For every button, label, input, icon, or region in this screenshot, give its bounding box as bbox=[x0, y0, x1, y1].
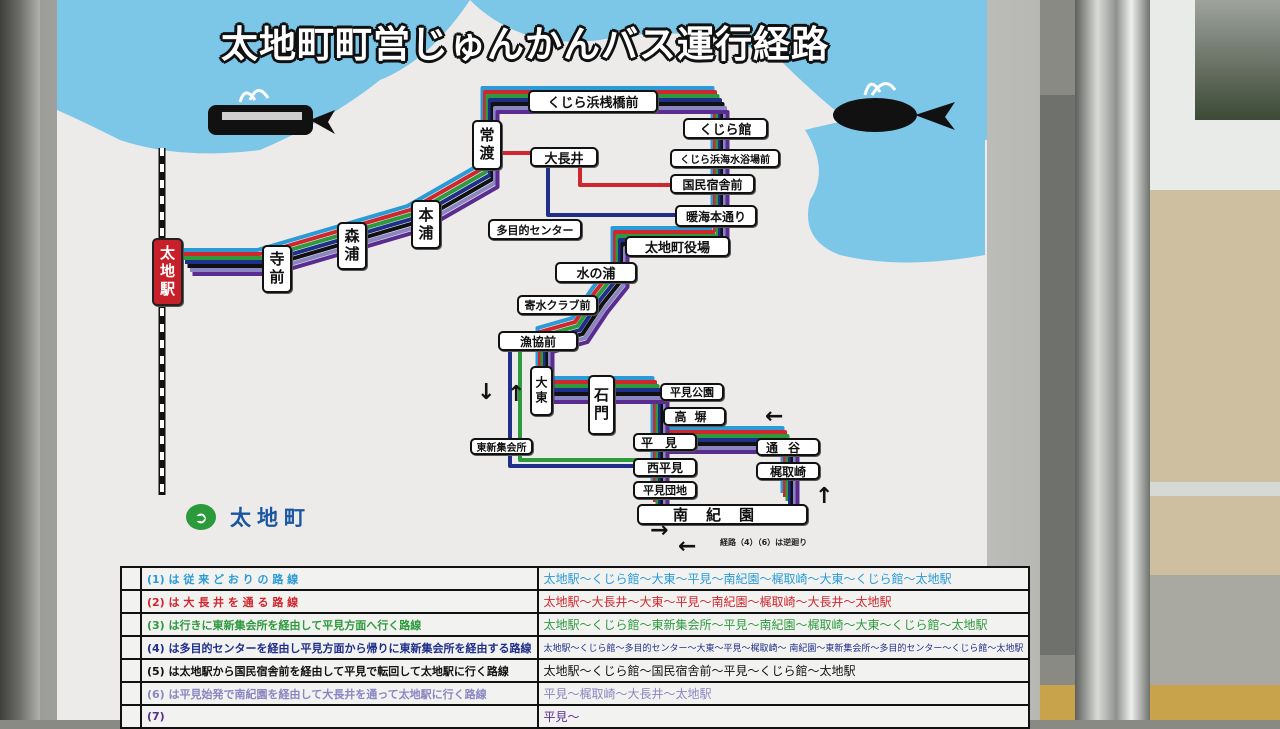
station-honura: 本浦 bbox=[411, 200, 441, 249]
station-yorimizu-club: 寄水クラブ前 bbox=[517, 295, 598, 315]
station-ishimon: 石門 bbox=[588, 375, 615, 435]
whale-right-icon bbox=[833, 82, 955, 132]
legend-color-swatch bbox=[120, 566, 142, 591]
station-tamokuteki-center: 多目的センター bbox=[488, 219, 582, 240]
legend-route: 平見～梶取崎～大長井～太地駅 bbox=[536, 681, 1031, 706]
arrow-down-icon: ↓ bbox=[477, 380, 496, 405]
station-hirami-danchi: 平見団地 bbox=[633, 481, 697, 499]
legend-description: (3) は行きに東新集会所を経由して平見方面へ行く路線 bbox=[140, 612, 539, 637]
legend-route: 太地駅～くじら館～東新集会所～平見～南紀園～梶取崎～大東～くじら館～太地駅 bbox=[536, 612, 1031, 637]
window-glass bbox=[1195, 0, 1280, 120]
legend-color-swatch bbox=[120, 658, 142, 683]
legend-row: (2) は 大 長 井 を 通 る 路 線 太地駅～大長井～大東～平見～南紀園～… bbox=[120, 589, 1031, 614]
legend-route: 太地駅～くじら館～多目的センター～大東～平見～梶取崎～ 南紀園～東新集会所～多目… bbox=[536, 635, 1031, 660]
sea-area-right bbox=[805, 110, 985, 263]
route-legend-table: (1) は 従 来 ど お り の 路 線 太地駅～くじら館～大東～平見～南紀園… bbox=[120, 566, 1031, 729]
legend-route: 太地駅～くじら館～国民宿舎前～平見～くじら館～太地駅 bbox=[536, 658, 1031, 683]
arrow-right-icon: → bbox=[650, 518, 669, 543]
route-branch-line bbox=[578, 167, 680, 187]
station-hirami-koen: 平見公園 bbox=[660, 383, 724, 401]
station-kokumin-shukusha: 国民宿舎前 bbox=[670, 174, 755, 194]
station-takabe: 高塀 bbox=[663, 407, 726, 426]
route-line-2 bbox=[538, 230, 715, 502]
arrow-up-icon: ↑ bbox=[815, 484, 834, 509]
station-toritani: 通谷 bbox=[756, 438, 820, 456]
legend-color-swatch bbox=[120, 612, 142, 637]
station-yakuba: 太地町役場 bbox=[625, 236, 730, 257]
legend-description: (4) は多目的センターを経由し平見方面から帰りに東新集会所を経由する路線 bbox=[140, 635, 539, 660]
station-nankien: 南紀園 bbox=[637, 504, 808, 525]
legend-color-swatch bbox=[120, 635, 142, 660]
page-title: 太地町町営じゅんかんバス運行経路 bbox=[221, 23, 829, 66]
reverse-route-note: 経路（4）（6）は逆廻り bbox=[720, 538, 808, 547]
station-nishi-hirami: 西平見 bbox=[633, 458, 697, 477]
station-ohigashi: 大東 bbox=[530, 366, 553, 416]
legend-row: (5) は太地駅から国民宿舎前を経由して平見で転回して太地駅に行く路線 太地駅～… bbox=[120, 658, 1031, 683]
route-line-1 bbox=[535, 226, 713, 498]
legend-row: (6) は平見始発で南紀園を経由して大長井を通って太地駅に行く路線 平見～梶取崎… bbox=[120, 681, 1031, 706]
station-hirami: 平見 bbox=[633, 433, 697, 451]
handrail bbox=[1140, 482, 1280, 496]
station-kujirahama-kaisuiyokujo: くじら浜海水浴場前 bbox=[670, 149, 780, 168]
legend-color-swatch bbox=[120, 681, 142, 706]
legend-description: (2) は 大 長 井 を 通 る 路 線 bbox=[140, 589, 539, 614]
legend-route: 太地駅～くじら館～大東～平見～南紀園～梶取崎～大東～くじら館～太地駅 bbox=[536, 566, 1031, 591]
station-tsunewatari: 常渡 bbox=[472, 120, 502, 170]
legend-color-swatch bbox=[120, 704, 142, 729]
arrow-left-icon: ← bbox=[765, 404, 784, 429]
route-branch-line bbox=[508, 350, 640, 468]
station-higashi-shinshukaisho: 東新集会所 bbox=[470, 438, 533, 455]
legend-description: (7) bbox=[140, 704, 539, 729]
station-taiji-eki: 太地駅 bbox=[152, 238, 183, 306]
route-branch-line bbox=[546, 167, 680, 217]
route-branch-line bbox=[518, 345, 640, 462]
arrow-up-icon: ↑ bbox=[507, 382, 526, 407]
legend-row: (1) は 従 来 ど お り の 路 線 太地駅～くじら館～大東～平見～南紀園… bbox=[120, 566, 1031, 591]
arrow-left-icon: ← bbox=[678, 534, 697, 559]
town-label: ➲ 太地町 bbox=[186, 502, 311, 532]
legend-route: 太地駅～大長井～大東～平見～南紀園～梶取崎～大長井～太地駅 bbox=[536, 589, 1031, 614]
legend-route: 平見～ bbox=[536, 704, 1031, 729]
station-teramae: 寺前 bbox=[262, 245, 292, 293]
station-mizunoura: 水の浦 bbox=[555, 262, 637, 283]
station-kujirahama-sanbashi: くじら浜桟橋前 bbox=[528, 90, 658, 113]
legend-description: (6) は平見始発で南紀園を経由して大長井を通って太地駅に行く路線 bbox=[140, 681, 539, 706]
station-dankai-hondori: 暖海本通り bbox=[675, 205, 757, 227]
legend-color-swatch bbox=[120, 589, 142, 614]
station-onagai: 大長井 bbox=[530, 147, 598, 167]
whale-left-icon bbox=[208, 89, 335, 135]
concrete-step bbox=[1130, 575, 1280, 685]
legend-description: (1) は 従 来 ど お り の 路 線 bbox=[140, 566, 539, 591]
station-kujirakan: くじら館 bbox=[683, 118, 768, 139]
legend-description: (5) は太地駅から国民宿舎前を経由して平見で転回して太地駅に行く路線 bbox=[140, 658, 539, 683]
town-name: 太地町 bbox=[230, 506, 311, 530]
station-kajitorizaki: 梶取崎 bbox=[756, 462, 820, 480]
metal-pole bbox=[1075, 0, 1150, 720]
legend-row: (3) は行きに東新集会所を経由して平見方面へ行く路線 太地駅～くじら館～東新集… bbox=[120, 612, 1031, 637]
sky-area-left bbox=[57, 0, 470, 154]
station-moriura: 森浦 bbox=[337, 222, 367, 270]
legend-row: (4) は多目的センターを経由し平見方面から帰りに東新集会所を経由する路線 太地… bbox=[120, 635, 1031, 660]
town-emblem-icon: ➲ bbox=[186, 504, 216, 530]
legend-row: (7) 平見～ bbox=[120, 704, 1031, 729]
station-gyokyo: 漁協前 bbox=[498, 331, 578, 351]
